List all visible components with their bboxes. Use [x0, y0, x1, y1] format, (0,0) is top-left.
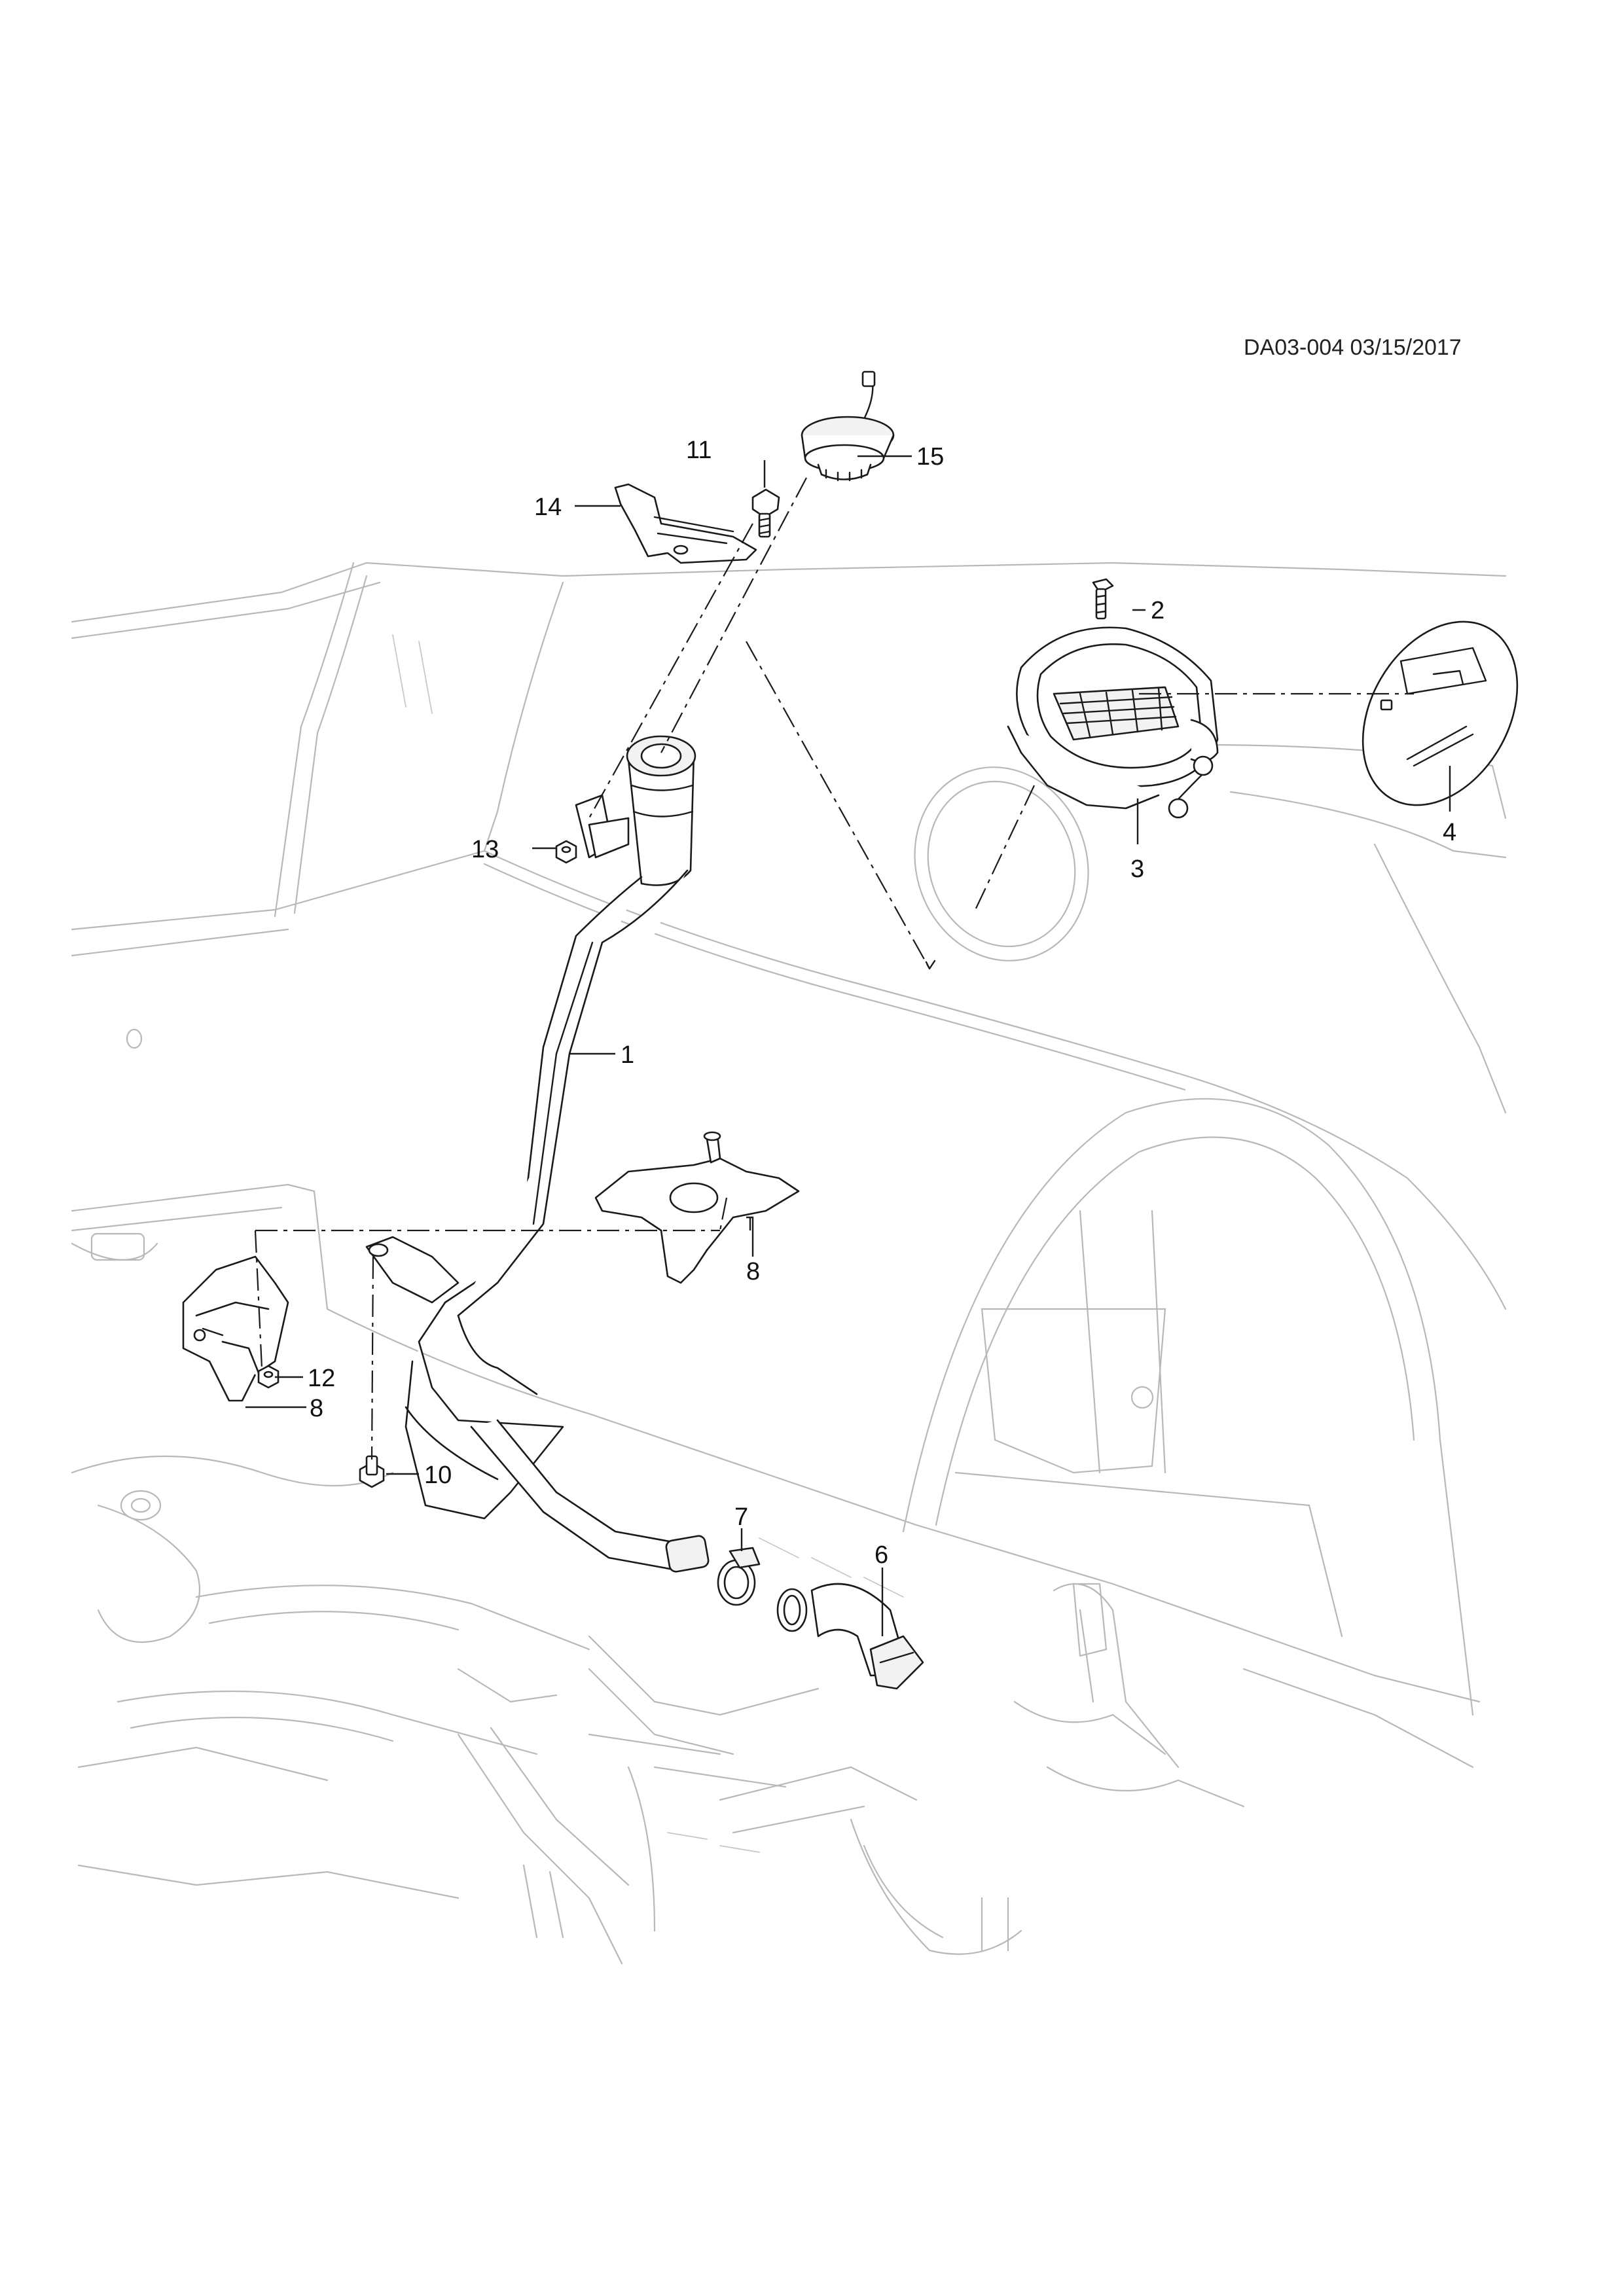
- fuel-door-housing: [1007, 578, 1219, 819]
- callout-8-upper: 8: [746, 1258, 760, 1285]
- heat-shield-8-upper: [594, 1131, 800, 1284]
- callout-12: 12: [308, 1365, 335, 1392]
- callout-2: 2: [1151, 597, 1164, 624]
- callout-14: 14: [534, 493, 562, 521]
- assembly-lines: [254, 477, 1414, 1460]
- nut-13: [555, 840, 577, 864]
- callout-4: 4: [1443, 819, 1456, 846]
- callout-15: 15: [916, 443, 944, 471]
- leader-lines: [245, 455, 1451, 1636]
- fuel-hose-6: [776, 1583, 924, 1690]
- callout-13: 13: [471, 836, 499, 863]
- fuel-filler-pipe: [365, 735, 710, 1573]
- nut-12: [257, 1365, 280, 1389]
- fuel-door-4: [1362, 620, 1519, 806]
- callout-7: 7: [734, 1503, 748, 1531]
- document-code: DA03-004 03/15/2017: [1244, 335, 1462, 360]
- callout-3: 3: [1130, 855, 1144, 883]
- callout-8-lower: 8: [310, 1395, 323, 1422]
- bracket-14: [614, 483, 757, 564]
- fuel-filler-cap: [801, 370, 895, 482]
- callout-11: 11: [686, 437, 712, 464]
- callout-1: 1: [621, 1041, 634, 1069]
- callout-6: 6: [875, 1541, 888, 1569]
- hose-clamp-7: [717, 1547, 761, 1606]
- callout-labels: 1 2 3 4 6 7 8 8 10 11 12 13 14 15: [308, 437, 1456, 1569]
- bolt-10: [359, 1455, 385, 1488]
- bolt-11: [751, 488, 780, 538]
- callout-10: 10: [424, 1462, 452, 1489]
- vehicle-body-outline: [71, 562, 1507, 1965]
